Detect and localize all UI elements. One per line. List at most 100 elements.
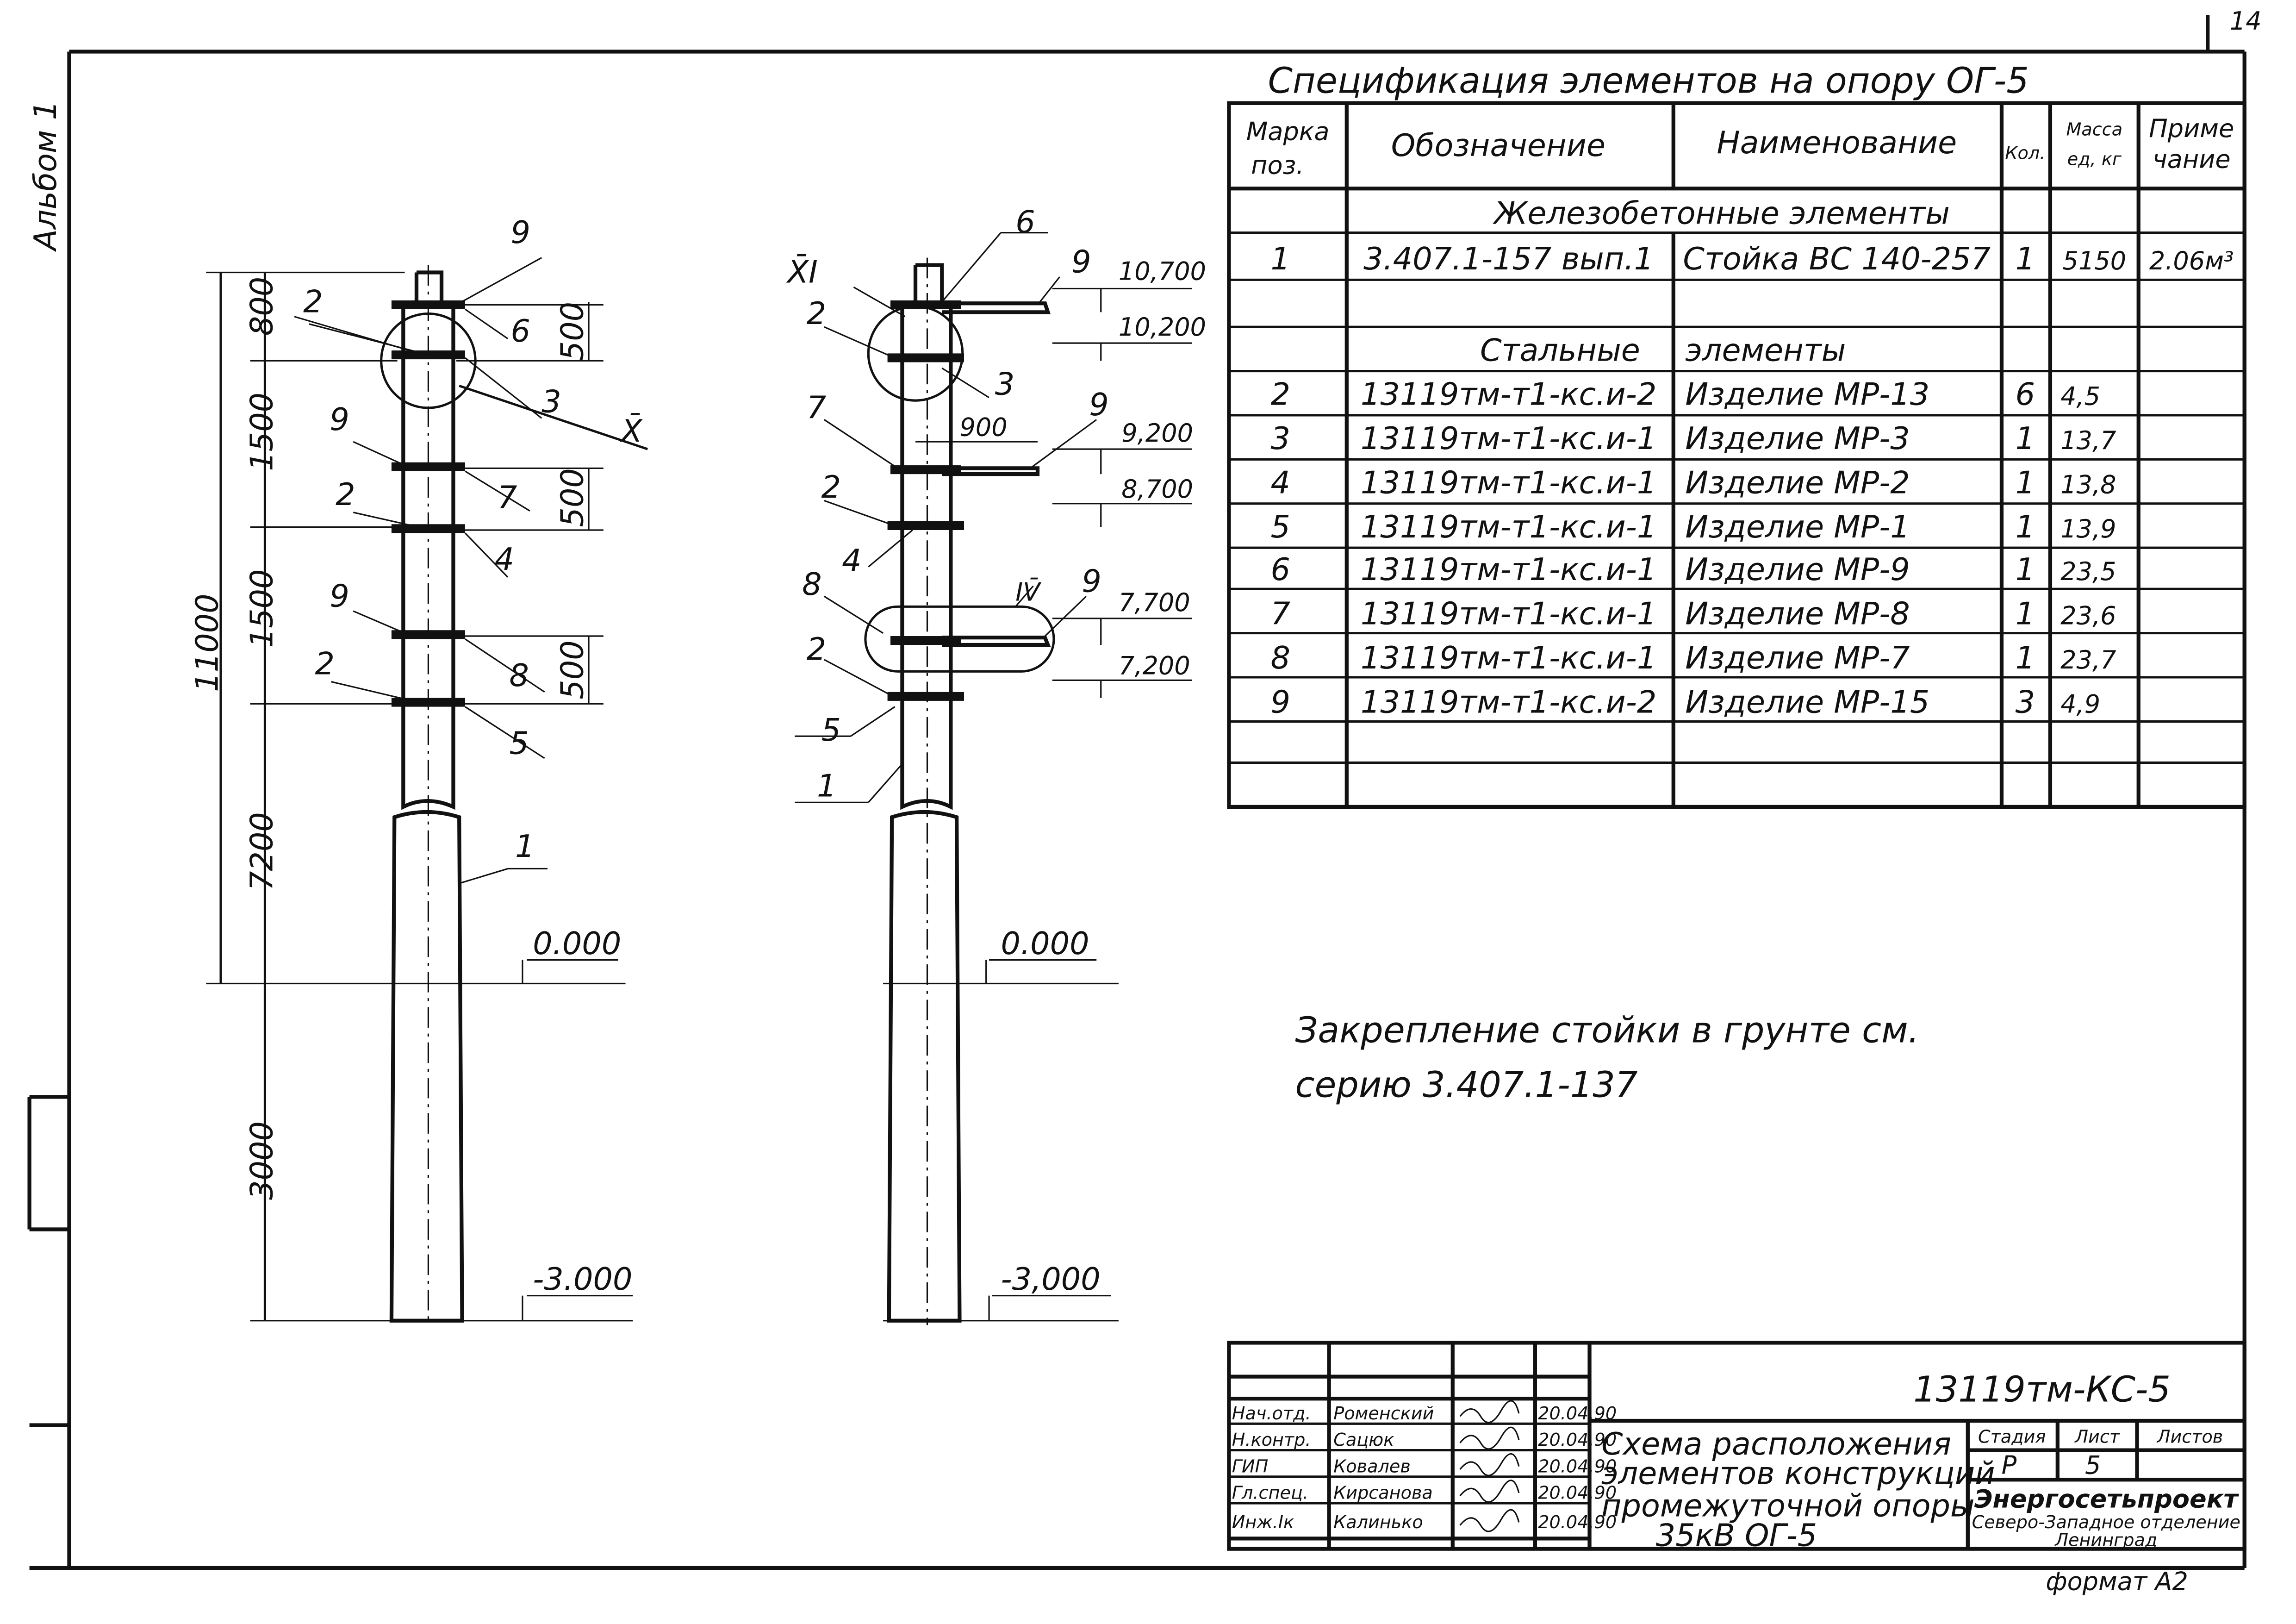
cell-qty: 1 xyxy=(2016,551,2035,587)
cell-mark: 6 xyxy=(1270,551,1290,587)
role: ГИП xyxy=(1232,1456,1269,1476)
callout-2: 2 xyxy=(303,283,323,319)
cell-qty: 1 xyxy=(2016,420,2035,456)
callout-1: 1 xyxy=(515,828,535,864)
cell-name: Изделие МР-13 xyxy=(1685,376,1929,412)
section-steel-2: элементы xyxy=(1685,332,1846,368)
stage-label: Стадия xyxy=(1978,1427,2046,1447)
cell-name: Изделие МР-9 xyxy=(1685,551,1910,587)
cell-qty: 1 xyxy=(2016,640,2035,676)
dim-900: 900 xyxy=(959,412,1007,442)
organization: Энергосетьпроект xyxy=(1974,1485,2239,1514)
dim-11000: 11000 xyxy=(189,593,225,692)
header-name: Наименование xyxy=(1717,125,1957,161)
level-9200: 9,200 xyxy=(1121,418,1193,448)
callout-1: 1 xyxy=(817,768,836,804)
cell-designation: 13119тм-т1-кс.и-1 xyxy=(1361,596,1656,632)
cell-name: Изделие МР-15 xyxy=(1685,684,1929,720)
callout-3: 3 xyxy=(995,366,1014,402)
sheets-label: Листов xyxy=(2156,1427,2223,1447)
cell-qty: 1 xyxy=(2016,241,2035,277)
level-0000: 0.000 xyxy=(1001,925,1089,962)
callout-9: 9 xyxy=(330,401,349,437)
header-qty: Кол. xyxy=(2005,143,2045,163)
header-mark-2: поз. xyxy=(1251,150,1304,180)
organization-city: Ленинград xyxy=(2054,1530,2157,1550)
dim-7200: 7200 xyxy=(243,812,280,891)
level-minus-3000: -3,000 xyxy=(1001,1261,1100,1297)
header-designation: Обозначение xyxy=(1391,127,1605,163)
person-name: Сацюк xyxy=(1333,1430,1394,1450)
stage-value: Р xyxy=(2002,1450,2017,1480)
cell-mark: 3 xyxy=(1270,420,1290,456)
cell-designation: 3.407.1-157 вып.1 xyxy=(1363,241,1654,277)
cell-mass: 13,8 xyxy=(2060,470,2116,500)
date: 20.04.90 xyxy=(1538,1483,1617,1503)
level-8700: 8,700 xyxy=(1121,475,1193,504)
callout-9: 9 xyxy=(511,214,530,250)
callout-2: 2 xyxy=(315,646,335,682)
cell-mark: 9 xyxy=(1270,684,1290,720)
foundation-note-2: серию 3.407.1-137 xyxy=(1295,1064,1638,1105)
callout-2: 2 xyxy=(807,295,826,331)
cell-designation: 13119тм-т1-кс.и-1 xyxy=(1361,509,1656,545)
table-row: 1 3.407.1-157 вып.1 Стойка ВС 140-257 1 … xyxy=(1270,241,2234,277)
cell-note: 2.06м³ xyxy=(2149,246,2234,275)
pole-right-view: 10,700 10,200 9,200 8,700 7,700 7,200 0.… xyxy=(786,204,1206,1325)
role: Инж.Iк xyxy=(1232,1512,1294,1532)
cell-name: Изделие МР-3 xyxy=(1685,420,1910,456)
cell-qty: 3 xyxy=(2016,684,2035,720)
signature xyxy=(1459,1453,1520,1476)
callout-7: 7 xyxy=(807,389,826,425)
signature-row: Н.контр. Сацюк 20.04.90 xyxy=(1232,1426,1617,1450)
dim-1500: 1500 xyxy=(243,569,280,648)
cell-designation: 13119тм-т1-кс.и-2 xyxy=(1361,684,1656,720)
person-name: Ковалев xyxy=(1333,1456,1411,1476)
sheet-label: Лист xyxy=(2074,1427,2120,1447)
level-0000: 0.000 xyxy=(533,925,621,962)
cell-mark: 5 xyxy=(1270,509,1290,545)
album-label: Альбом 1 xyxy=(27,100,63,252)
dim-800: 800 xyxy=(243,277,280,336)
drawing-title-line: Схема расположения xyxy=(1601,1426,1951,1462)
organization-branch: Северо-Западное отделение xyxy=(1972,1512,2240,1532)
cell-mass: 5150 xyxy=(2063,246,2127,275)
level-minus-3000: -3.000 xyxy=(533,1261,632,1297)
cell-name: Изделие МР-7 xyxy=(1685,640,1910,676)
pole-left-view: 800 1500 1500 7200 11000 3000 500 500 50… xyxy=(189,214,648,1325)
role: Н.контр. xyxy=(1232,1430,1311,1450)
date: 20.04.90 xyxy=(1538,1430,1617,1450)
callout-view-xi: X̄I xyxy=(786,254,817,290)
drawing-title-line: 35кВ ОГ-5 xyxy=(1656,1517,1817,1553)
callout-5: 5 xyxy=(509,725,529,761)
cell-qty: 6 xyxy=(2016,376,2035,412)
person-name: Кирсанова xyxy=(1333,1483,1433,1503)
callout-8: 8 xyxy=(509,657,529,693)
page-number: 14 xyxy=(2230,6,2262,36)
callout-4: 4 xyxy=(495,541,514,577)
header-mass-2: ед, кг xyxy=(2067,149,2122,169)
cell-mass: 4,5 xyxy=(2060,382,2100,411)
cell-qty: 1 xyxy=(2016,465,2035,501)
role: Нач.отд. xyxy=(1232,1403,1311,1424)
callout-9: 9 xyxy=(1089,387,1108,423)
drawing-title-line: промежуточной опоры xyxy=(1601,1488,1975,1524)
callout-7: 7 xyxy=(498,479,517,515)
cell-designation: 13119тм-т1-кс.и-1 xyxy=(1361,420,1656,456)
cell-mass: 23,6 xyxy=(2060,601,2116,631)
flange xyxy=(391,300,465,707)
cell-name: Изделие МР-2 xyxy=(1685,465,1910,501)
level-7200: 7,200 xyxy=(1119,651,1190,681)
cell-mass: 13,7 xyxy=(2060,426,2116,455)
callout-2: 2 xyxy=(336,476,355,512)
level-7700: 7,700 xyxy=(1119,588,1190,617)
